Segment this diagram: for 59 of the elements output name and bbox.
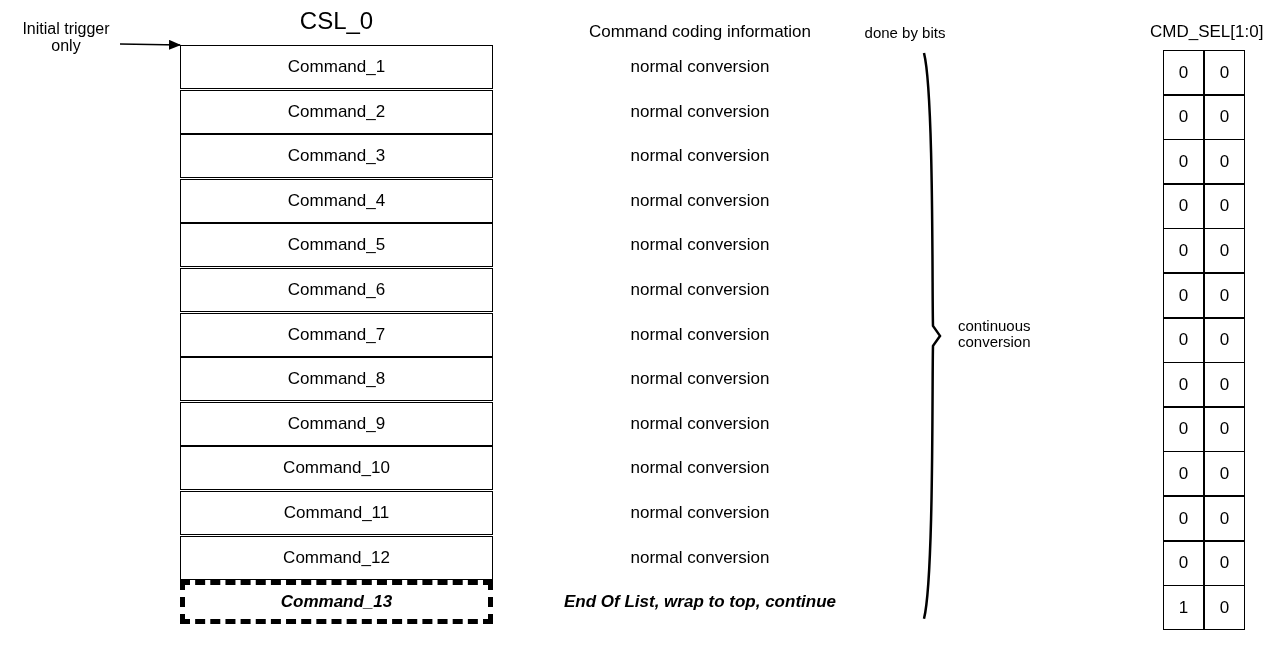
coding-text: normal conversion bbox=[629, 413, 771, 434]
bit-cell: 0 bbox=[1204, 451, 1245, 497]
bit-cell: 1 bbox=[1163, 585, 1204, 631]
bit-cell: 0 bbox=[1163, 94, 1204, 140]
coding-text: normal conversion bbox=[629, 369, 771, 390]
coding-text: normal conversion bbox=[629, 101, 771, 122]
coding-text: normal conversion bbox=[629, 547, 771, 568]
command-row: Command_10 bbox=[180, 446, 493, 491]
bit-cell: 0 bbox=[1204, 496, 1245, 541]
command-row: Command_5 bbox=[180, 223, 493, 268]
bit-cell: 0 bbox=[1163, 317, 1204, 363]
coding-text: normal conversion bbox=[629, 57, 771, 77]
arrow bbox=[119, 39, 181, 50]
coding-text: normal conversion bbox=[629, 503, 771, 523]
bit-cell: 0 bbox=[1204, 183, 1245, 229]
bit-cell: 0 bbox=[1204, 362, 1245, 408]
bit-cell: 0 bbox=[1204, 50, 1245, 95]
bit-cell: 0 bbox=[1163, 406, 1204, 452]
bit-cell: 0 bbox=[1163, 362, 1204, 408]
command-row: Command_6 bbox=[180, 268, 493, 312]
bit-cell: 0 bbox=[1163, 496, 1204, 541]
callout-text: Initial trigger only bbox=[6, 20, 126, 54]
end-of-list-row: Command_13 bbox=[180, 580, 493, 625]
bit-cell: 0 bbox=[1204, 317, 1245, 363]
coding-text: normal conversion bbox=[629, 280, 771, 300]
coding-text: normal conversion bbox=[629, 146, 771, 167]
brace-label: continuous conversion bbox=[958, 317, 1028, 350]
bit-cell: 0 bbox=[1204, 585, 1245, 631]
bit-cell: 0 bbox=[1204, 139, 1245, 185]
bit-cell: 0 bbox=[1163, 139, 1204, 185]
end-of-list-note: End Of List, wrap to top, continue bbox=[563, 592, 837, 613]
command-row: Command_2 bbox=[180, 89, 493, 134]
bit-cell: 0 bbox=[1163, 50, 1204, 95]
coding-text: normal conversion bbox=[629, 458, 771, 479]
coding-text: normal conversion bbox=[629, 190, 771, 211]
command-row: Command_7 bbox=[180, 312, 493, 357]
command-row: Command_11 bbox=[180, 491, 493, 535]
coding-text: normal conversion bbox=[629, 324, 771, 345]
command-row: Command_8 bbox=[180, 357, 493, 402]
bit-cell: 0 bbox=[1163, 540, 1204, 586]
bit-cell: 0 bbox=[1163, 183, 1204, 229]
command-row: Command_12 bbox=[180, 535, 493, 580]
bit-cell: 0 bbox=[1163, 451, 1204, 497]
bit-cell: 0 bbox=[1204, 94, 1245, 140]
command-row: Command_4 bbox=[180, 178, 493, 223]
column-heading: CMD_SEL[1:0] bbox=[1150, 22, 1263, 42]
command-row: Command_1 bbox=[180, 45, 493, 89]
command-row: Command_3 bbox=[180, 134, 493, 179]
bit-cell: 0 bbox=[1163, 273, 1204, 318]
list-heading: CSL_0 bbox=[298, 7, 375, 35]
bit-cell: 0 bbox=[1163, 228, 1204, 274]
bit-cell: 0 bbox=[1204, 273, 1245, 318]
column-heading: done by bits bbox=[863, 24, 947, 41]
bit-cell: 0 bbox=[1204, 540, 1245, 586]
bit-cell: 0 bbox=[1204, 406, 1245, 452]
command-row: Command_9 bbox=[180, 401, 493, 446]
coding-text: normal conversion bbox=[629, 235, 771, 256]
column-heading: Command coding information bbox=[587, 22, 813, 42]
bit-cell: 0 bbox=[1204, 228, 1245, 274]
